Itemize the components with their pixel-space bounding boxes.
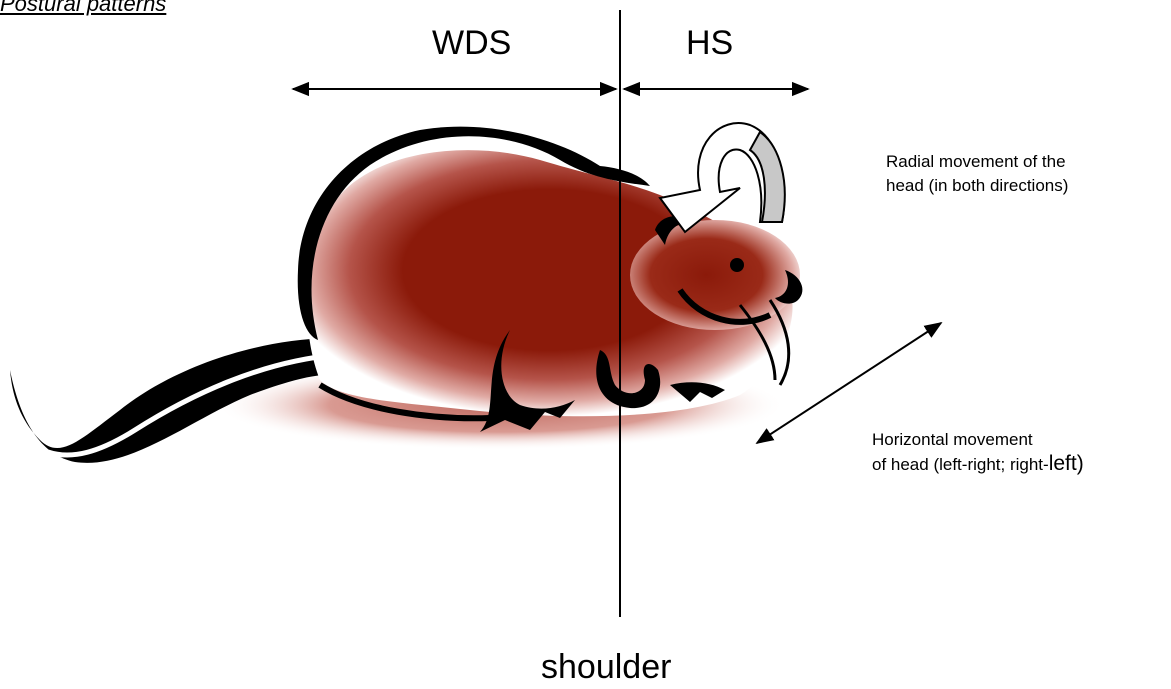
rat-head bbox=[630, 220, 800, 330]
rat-illustration-icon bbox=[10, 127, 802, 463]
rat-eye bbox=[730, 258, 744, 272]
radial-movement-label: Radial movement of the head (in both dir… bbox=[886, 150, 1068, 198]
radial-rotation-arrow-icon bbox=[660, 123, 785, 232]
radial-label-line1: Radial movement of the bbox=[886, 150, 1068, 174]
horizontal-label-line2: of head (left-right; right-left) bbox=[872, 452, 1084, 477]
page-title: Postural patterns bbox=[0, 0, 166, 17]
radial-label-line2: head (in both directions) bbox=[886, 174, 1068, 198]
horizontal-label-prefix: of head (left-right; right- bbox=[872, 455, 1049, 474]
horizontal-movement-label: Horizontal movement of head (left-right;… bbox=[872, 428, 1084, 477]
horizontal-label-line1: Horizontal movement bbox=[872, 428, 1084, 452]
hs-label: HS bbox=[686, 24, 733, 63]
horizontal-label-suffix: left) bbox=[1049, 452, 1084, 475]
wds-label: WDS bbox=[432, 24, 511, 63]
shoulder-label: shoulder bbox=[541, 648, 671, 687]
